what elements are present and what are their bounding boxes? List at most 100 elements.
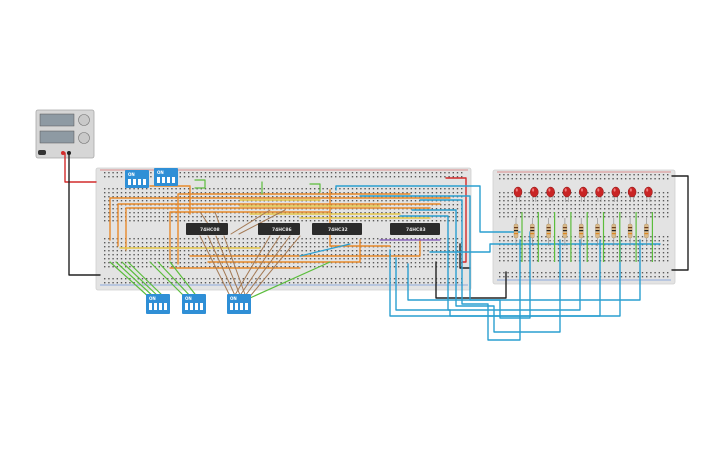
breadboard-hole[interactable] — [167, 250, 169, 252]
breadboard-hole[interactable] — [297, 242, 299, 244]
breadboard-hole[interactable] — [633, 208, 635, 210]
breadboard-hole[interactable] — [347, 192, 349, 194]
breadboard-hole[interactable] — [284, 250, 286, 252]
breadboard-hole[interactable] — [641, 200, 644, 202]
breadboard-hole[interactable] — [314, 188, 316, 190]
chip-74hc83[interactable]: 74HC83 — [390, 223, 440, 235]
breadboard-hole[interactable] — [377, 266, 379, 268]
breadboard-hole[interactable] — [456, 250, 459, 252]
breadboard-hole[interactable] — [133, 250, 135, 252]
breadboard-hole[interactable] — [322, 200, 324, 202]
breadboard-hole[interactable] — [448, 250, 450, 252]
breadboard-hole[interactable] — [356, 212, 358, 214]
breadboard-hole[interactable] — [587, 200, 589, 202]
breadboard-hole[interactable] — [612, 200, 614, 202]
breadboard-hole[interactable] — [633, 272, 635, 274]
breadboard-hole[interactable] — [456, 242, 459, 244]
breadboard-hole[interactable] — [532, 248, 534, 250]
breadboard-hole[interactable] — [435, 254, 438, 256]
breadboard-hole[interactable] — [301, 192, 303, 194]
breadboard-hole[interactable] — [557, 276, 560, 278]
breadboard-hole[interactable] — [183, 258, 186, 260]
breadboard-hole[interactable] — [591, 178, 593, 180]
breadboard-hole[interactable] — [419, 176, 421, 178]
breadboard-hole[interactable] — [120, 246, 123, 248]
breadboard-hole[interactable] — [234, 172, 236, 174]
breadboard-hole[interactable] — [385, 266, 387, 268]
breadboard-hole[interactable] — [641, 240, 644, 242]
breadboard-hole[interactable] — [204, 278, 207, 280]
breadboard-hole[interactable] — [658, 196, 660, 198]
breadboard-hole[interactable] — [112, 220, 114, 222]
breadboard-hole[interactable] — [578, 196, 581, 198]
breadboard-hole[interactable] — [435, 192, 438, 194]
breadboard-hole[interactable] — [431, 242, 433, 244]
breadboard-hole[interactable] — [377, 176, 379, 178]
breadboard-hole[interactable] — [604, 178, 606, 180]
breadboard-hole[interactable] — [204, 188, 207, 190]
breadboard-hole[interactable] — [381, 192, 383, 194]
breadboard-hole[interactable] — [599, 174, 602, 176]
breadboard-hole[interactable] — [368, 238, 370, 240]
breadboard-hole[interactable] — [326, 172, 328, 174]
breadboard-hole[interactable] — [435, 176, 438, 178]
breadboard-hole[interactable] — [541, 204, 543, 206]
breadboard-hole[interactable] — [141, 246, 144, 248]
breadboard-hole[interactable] — [372, 176, 375, 178]
breadboard-hole[interactable] — [646, 248, 648, 250]
breadboard-hole[interactable] — [616, 236, 618, 238]
breadboard-hole[interactable] — [200, 258, 202, 260]
breadboard-hole[interactable] — [221, 216, 223, 218]
breadboard-hole[interactable] — [183, 262, 186, 264]
breadboard-hole[interactable] — [549, 178, 551, 180]
breadboard-hole[interactable] — [213, 216, 215, 218]
breadboard-hole[interactable] — [662, 208, 665, 210]
breadboard-hole[interactable] — [620, 248, 623, 250]
dip-switch-2[interactable]: ON — [154, 168, 178, 186]
breadboard-hole[interactable] — [637, 260, 639, 262]
breadboard-hole[interactable] — [532, 240, 534, 242]
breadboard-hole[interactable] — [553, 272, 555, 274]
breadboard-hole[interactable] — [146, 216, 148, 218]
breadboard-hole[interactable] — [120, 188, 123, 190]
wire-black-bridge[interactable] — [435, 261, 507, 299]
breadboard-hole[interactable] — [318, 242, 320, 244]
breadboard-hole[interactable] — [557, 196, 560, 198]
breadboard-hole[interactable] — [141, 196, 144, 198]
breadboard-hole[interactable] — [251, 216, 253, 218]
breadboard-hole[interactable] — [553, 204, 555, 206]
breadboard-hole[interactable] — [204, 266, 207, 268]
breadboard-hole[interactable] — [381, 212, 383, 214]
breadboard-hole[interactable] — [641, 276, 644, 278]
breadboard-hole[interactable] — [566, 200, 568, 202]
breadboard-hole[interactable] — [112, 246, 114, 248]
breadboard-hole[interactable] — [339, 188, 341, 190]
breadboard-hole[interactable] — [154, 278, 156, 280]
breadboard-hole[interactable] — [192, 238, 194, 240]
breadboard-hole[interactable] — [629, 204, 631, 206]
breadboard-hole[interactable] — [301, 238, 303, 240]
breadboard-hole[interactable] — [162, 262, 165, 264]
breadboard-hole[interactable] — [591, 248, 593, 250]
breadboard-hole[interactable] — [536, 174, 539, 176]
breadboard-hole[interactable] — [288, 238, 291, 240]
breadboard-hole[interactable] — [360, 212, 362, 214]
breadboard-hole[interactable] — [146, 188, 148, 190]
breadboard-hole[interactable] — [595, 196, 597, 198]
breadboard-hole[interactable] — [104, 278, 106, 280]
breadboard-hole[interactable] — [616, 212, 618, 214]
breadboard-hole[interactable] — [322, 188, 324, 190]
breadboard-hole[interactable] — [330, 220, 333, 222]
breadboard-hole[interactable] — [410, 246, 412, 248]
breadboard-hole[interactable] — [612, 204, 614, 206]
breadboard-hole[interactable] — [129, 254, 131, 256]
breadboard-hole[interactable] — [545, 240, 547, 242]
breadboard-hole[interactable] — [557, 240, 560, 242]
breadboard-hole[interactable] — [234, 196, 236, 198]
breadboard-hole[interactable] — [431, 208, 433, 210]
wire-green-3[interactable] — [121, 261, 161, 299]
breadboard-hole[interactable] — [440, 282, 442, 284]
breadboard-hole[interactable] — [179, 250, 181, 252]
breadboard-hole[interactable] — [234, 216, 236, 218]
breadboard-hole[interactable] — [406, 242, 408, 244]
